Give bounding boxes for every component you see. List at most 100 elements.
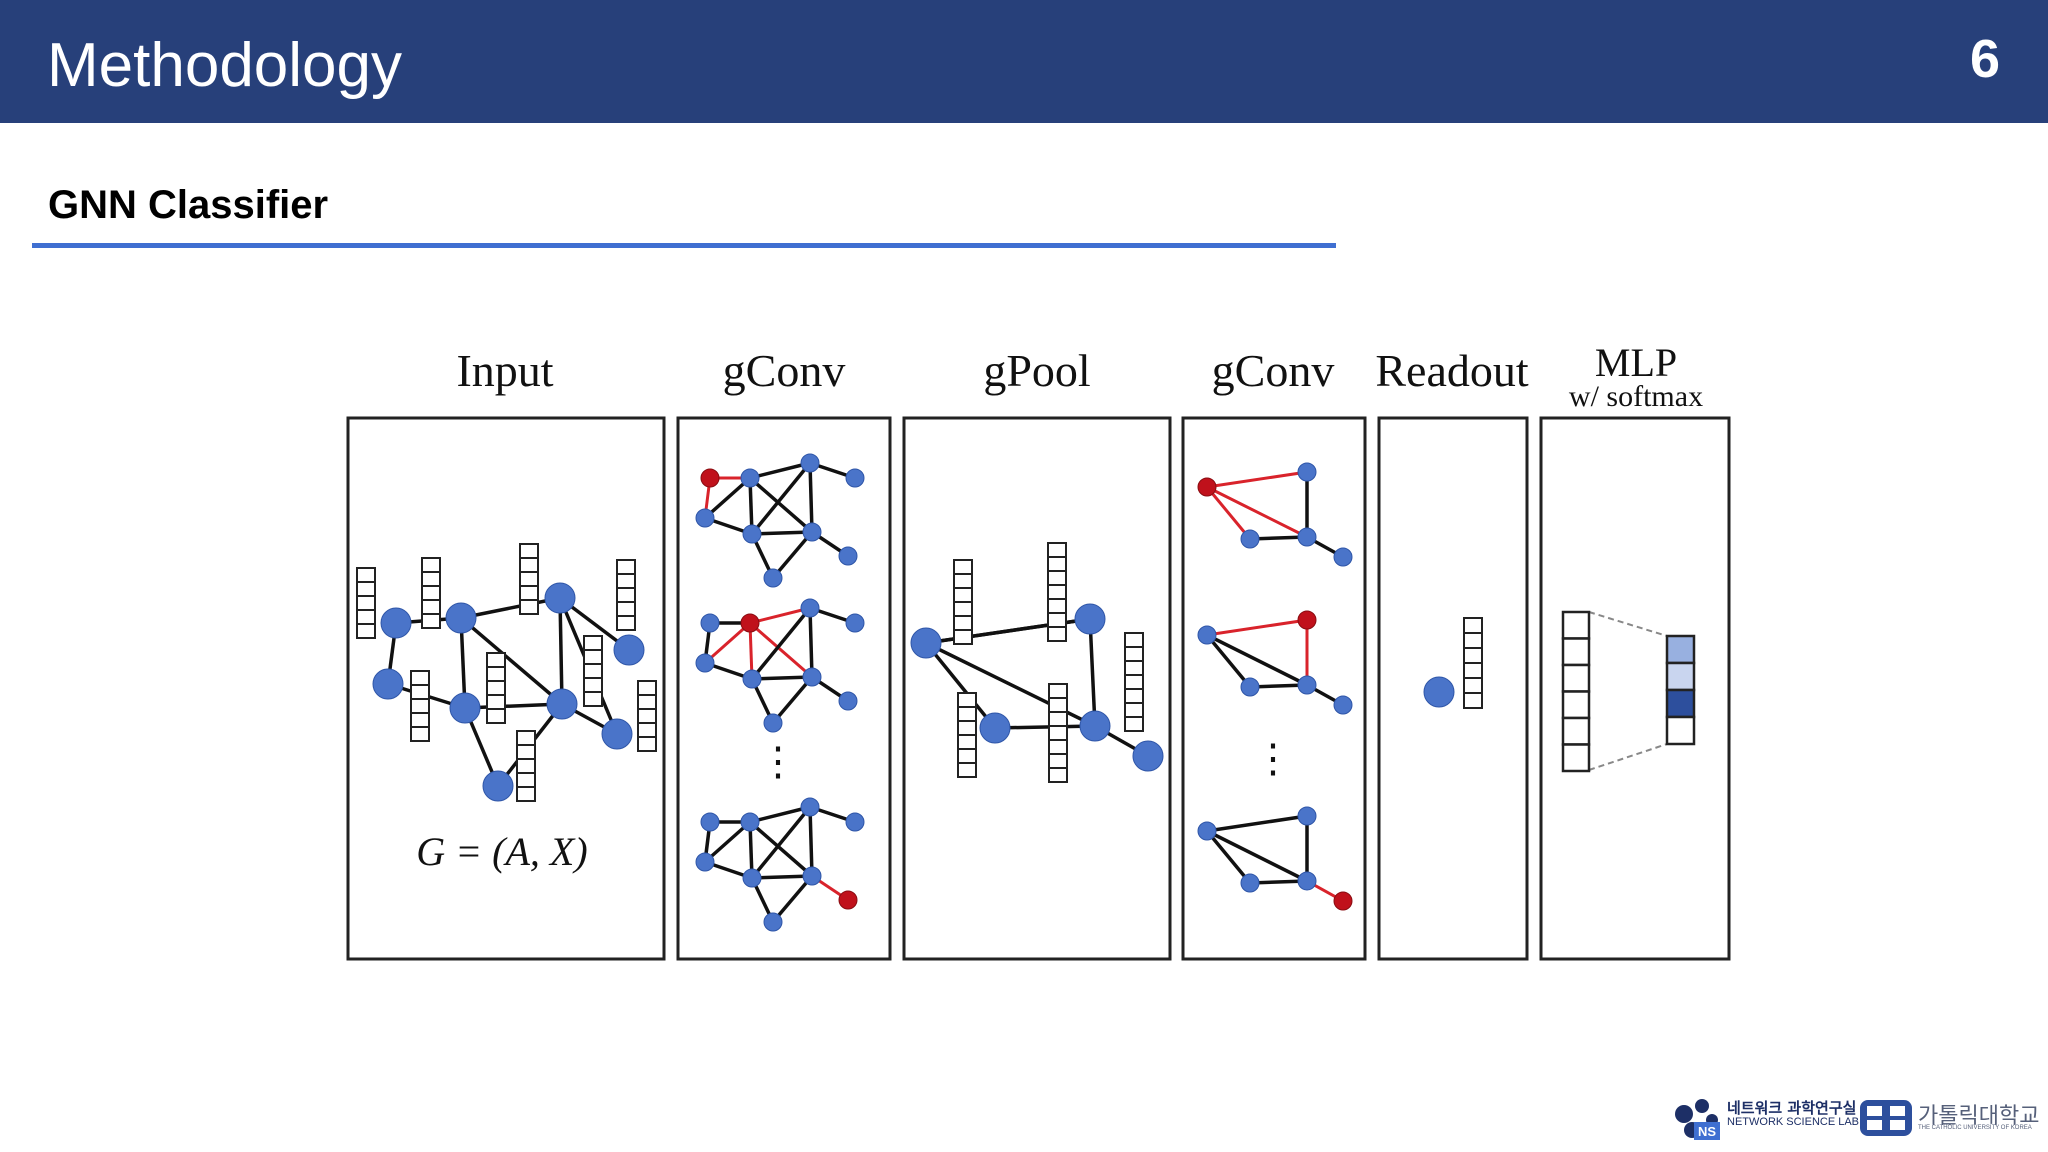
lab-name-kr: 네트워크 과학연구실 bbox=[1727, 1099, 1857, 1117]
gpool-graph-node bbox=[979, 712, 1011, 744]
stage-title-gconv-2: gConv bbox=[1212, 345, 1335, 396]
input-graph-vector-cell bbox=[421, 613, 441, 629]
mlp-connector-bottom bbox=[1588, 743, 1668, 771]
catholic-univ-logo-icon bbox=[1860, 1100, 1912, 1136]
gpool-graph-vector-cell bbox=[953, 587, 973, 603]
readout-vector-cell bbox=[1463, 632, 1483, 649]
stage-title-gpool: gPool bbox=[983, 345, 1090, 396]
graph-nodes bbox=[372, 453, 1455, 932]
gconv1-graph-b-node bbox=[802, 667, 822, 687]
gconv2-graph-a-node bbox=[1240, 529, 1260, 549]
input-graph-vector-cell bbox=[356, 609, 376, 625]
gconv1-graph-b-node bbox=[700, 613, 720, 633]
gpool-graph-node bbox=[910, 627, 942, 659]
input-graph-node bbox=[482, 770, 514, 802]
input-graph-edge bbox=[459, 616, 564, 706]
gpool-graph-node bbox=[1132, 740, 1164, 772]
ns-lab-logo-icon: NS bbox=[1675, 1099, 1720, 1140]
stage-box-gconv-2 bbox=[1181, 416, 1367, 961]
gpool-graph-vector-cell bbox=[953, 573, 973, 589]
stage-box-gconv-1 bbox=[676, 416, 892, 961]
gpool-graph-vector-cell bbox=[1047, 584, 1067, 600]
gpool-graph-vector-cell bbox=[1124, 716, 1144, 732]
graph-formula: G = (A, X) bbox=[416, 829, 587, 874]
input-graph-vector-cell bbox=[486, 680, 506, 696]
gconv1-graph-c-node bbox=[845, 812, 865, 832]
stage-title-mlp: MLP bbox=[1595, 340, 1677, 385]
gpool-graph-vector-cell bbox=[957, 720, 977, 736]
gconv1-graph-c-edge bbox=[748, 820, 814, 878]
gconv2-graph-a-edge bbox=[1249, 535, 1308, 541]
gpool-graph-vector-cell bbox=[957, 748, 977, 764]
input-graph-vector-cell bbox=[410, 712, 430, 728]
input-graph-vector-cell bbox=[421, 557, 441, 573]
univ-name-kr: 가톨릭대학교 bbox=[1918, 1104, 2040, 1129]
gconv2-graph-b-edge bbox=[1249, 683, 1308, 689]
gconv2-graph-b-highlight-node bbox=[1297, 610, 1317, 630]
section-underline bbox=[32, 243, 1336, 248]
gconv1-graph-c-node bbox=[763, 912, 783, 932]
softmax-output-cell bbox=[1665, 634, 1696, 665]
gconv1-graph-a-edge bbox=[771, 530, 814, 580]
gconv1-graph-a-node bbox=[695, 508, 715, 528]
gconv1-graph-c-node bbox=[695, 852, 715, 872]
gconv1-graph-b-edge bbox=[749, 621, 813, 679]
gconv2-graph-b-edge bbox=[1206, 618, 1308, 637]
gconv1-graph-a-edge bbox=[808, 462, 814, 533]
input-graph-vector-cell bbox=[410, 698, 430, 714]
input-graph-node bbox=[449, 692, 481, 724]
input-graph-vector-cell bbox=[583, 677, 603, 693]
input-graph-vector-cell bbox=[519, 599, 539, 615]
gconv1-graph-a-highlight-node bbox=[700, 468, 720, 488]
gconv1-graph-c-edge bbox=[703, 820, 752, 864]
gconv1-graph-b-node bbox=[845, 613, 865, 633]
gconv2-graph-b-edge bbox=[1206, 633, 1308, 687]
gconv2-graph-c-node bbox=[1297, 806, 1317, 826]
input-graph-vector-cell bbox=[410, 670, 430, 686]
input-graph-vector-cell bbox=[616, 573, 636, 589]
readout-vector-cell bbox=[1463, 617, 1483, 634]
gpool-graph-vector-cell bbox=[1124, 674, 1144, 690]
gpool-graph-vector-cell bbox=[1124, 646, 1144, 662]
input-graph-vector-cell bbox=[356, 595, 376, 611]
input-graph-vector-cell bbox=[583, 635, 603, 651]
gpool-graph-vector-cell bbox=[1047, 612, 1067, 628]
gconv1-graph-a-node bbox=[838, 546, 858, 566]
gconv1-graph-a-edge bbox=[748, 476, 814, 534]
page-title: Methodology bbox=[47, 31, 403, 100]
softmax-output-vector bbox=[1665, 634, 1696, 746]
gpool-graph-vector-cell bbox=[1048, 725, 1068, 741]
mlp-input-cell bbox=[1561, 743, 1591, 773]
gconv1-graph-a-node bbox=[740, 468, 760, 488]
gconv1-graph-b-edge bbox=[750, 606, 812, 681]
input-graph-vector-cell bbox=[486, 694, 506, 710]
input-graph-vector-cell bbox=[616, 559, 636, 575]
gconv2-graph-b-node bbox=[1197, 625, 1217, 645]
input-graph-node bbox=[601, 718, 633, 750]
gconv2-graph-b-node bbox=[1240, 677, 1260, 697]
gpool-graph-vector-cell bbox=[953, 629, 973, 645]
input-graph-vector-cell bbox=[637, 708, 657, 724]
input-graph-edge bbox=[464, 702, 563, 710]
input-graph-vector-cell bbox=[421, 599, 441, 615]
gconv2-graph-a-highlight-node bbox=[1197, 477, 1217, 497]
gconv1-graph-c-edge bbox=[749, 805, 811, 824]
gconv2-graph-c-edge bbox=[1206, 829, 1308, 883]
gconv1-graph-b-edge bbox=[771, 675, 814, 725]
gpool-graph-vector-cell bbox=[1124, 688, 1144, 704]
gpool-graph-vector-cell bbox=[1048, 767, 1068, 783]
gconv1-graph-b-highlight-node bbox=[740, 613, 760, 633]
header-bar: Methodology 6 bbox=[0, 0, 2048, 123]
gconv1-graph-b-node bbox=[800, 598, 820, 618]
gpool-graph-vector-cell bbox=[957, 734, 977, 750]
readout-vector-cell bbox=[1463, 647, 1483, 664]
softmax-output-cell bbox=[1665, 688, 1696, 719]
gconv1-graph-b-node bbox=[838, 691, 858, 711]
gconv1-graph-b-edge bbox=[751, 675, 813, 681]
gconv2-graph-c-highlight-node bbox=[1333, 891, 1353, 911]
gconv2-graph-c-node bbox=[1240, 873, 1260, 893]
gconv2-graph-b-node bbox=[1333, 695, 1353, 715]
gconv2-graph-b-node bbox=[1297, 675, 1317, 695]
ellipsis-gconv-2: ⋮ bbox=[1253, 736, 1293, 781]
